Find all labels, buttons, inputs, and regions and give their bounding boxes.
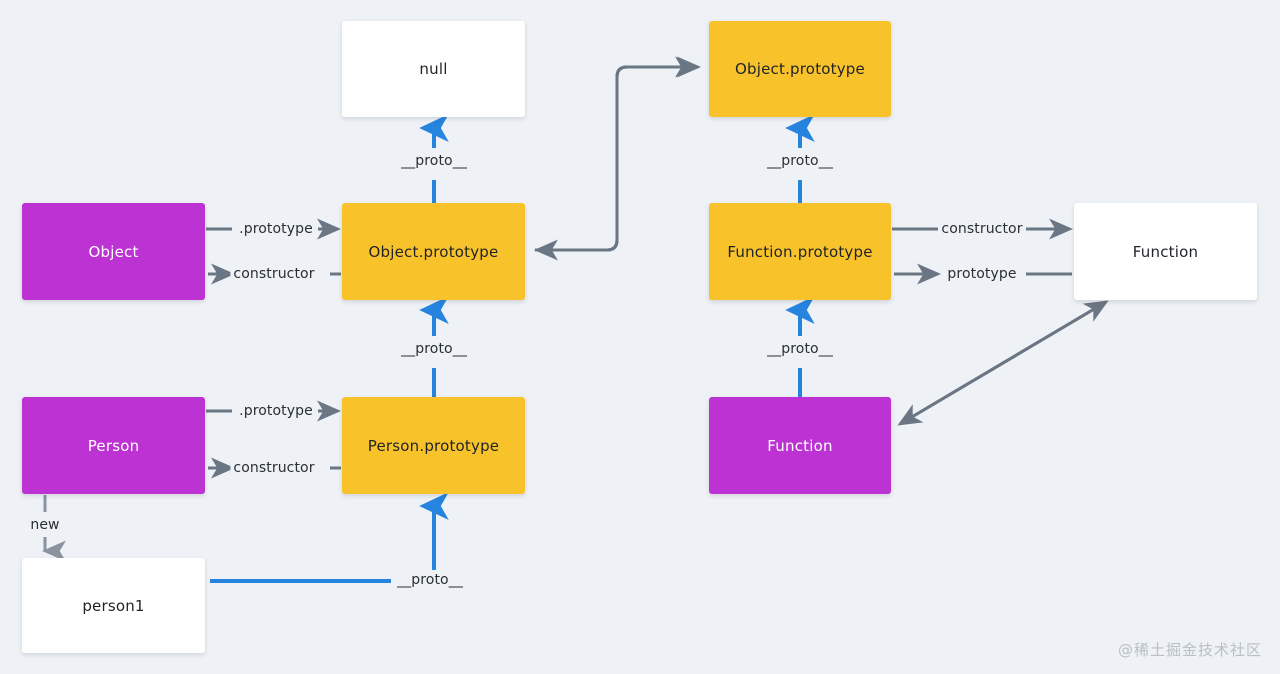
node-label: Function.prototype xyxy=(727,242,873,261)
edge-label-funcproto-to-objprotoright: __proto__ xyxy=(764,153,836,169)
node-object-constructor[interactable]: Object xyxy=(22,203,205,300)
edge-label-person-prototype: .prototype xyxy=(236,403,316,419)
node-label: Function xyxy=(1132,242,1199,261)
edge-label-objproto-to-null: __proto__ xyxy=(398,153,470,169)
node-label: Object xyxy=(88,242,139,261)
node-person-prototype[interactable]: Person.prototype xyxy=(342,397,525,494)
edge-label-function-prototype: prototype xyxy=(944,266,1020,282)
edge-label-funcproto-constructor: constructor xyxy=(938,221,1026,237)
edge-label-objproto-constructor: constructor xyxy=(230,266,318,282)
edge-label-personproto-to-objproto: __proto__ xyxy=(398,341,470,357)
node-label: null xyxy=(419,60,448,78)
node-label: Object.prototype xyxy=(735,60,865,78)
edge-label-personproto-constructor: constructor xyxy=(230,460,318,476)
edge-function-diagonal-link xyxy=(897,300,1109,426)
node-null[interactable]: null xyxy=(342,21,525,117)
node-label: Object.prototype xyxy=(368,242,499,261)
node-function-prototype[interactable]: Function.prototype xyxy=(709,203,891,300)
node-person1[interactable]: person1 xyxy=(22,558,205,653)
edge-label-person-new: new xyxy=(27,517,63,533)
node-person-constructor[interactable]: Person xyxy=(22,397,205,494)
edge-person1-to-personproto xyxy=(210,492,449,583)
edge-objproto-orthogonal-link xyxy=(534,56,701,261)
edge-label-object-prototype: .prototype xyxy=(236,221,316,237)
node-label: Person xyxy=(87,436,140,455)
node-function-white[interactable]: Function xyxy=(1074,203,1257,300)
node-function-purple[interactable]: Function xyxy=(709,397,891,494)
node-label: Function xyxy=(767,436,833,455)
edge-label-person1-to-personproto: __proto__ xyxy=(394,572,466,588)
node-label: Person.prototype xyxy=(367,436,500,455)
edge-label-functionpurple-to-funcproto: __proto__ xyxy=(764,341,836,357)
node-object-prototype-right[interactable]: Object.prototype xyxy=(709,21,891,117)
watermark: @稀土掘金技术社区 xyxy=(1117,641,1262,659)
node-label: person1 xyxy=(82,596,145,615)
node-object-prototype-left[interactable]: Object.prototype xyxy=(342,203,525,300)
